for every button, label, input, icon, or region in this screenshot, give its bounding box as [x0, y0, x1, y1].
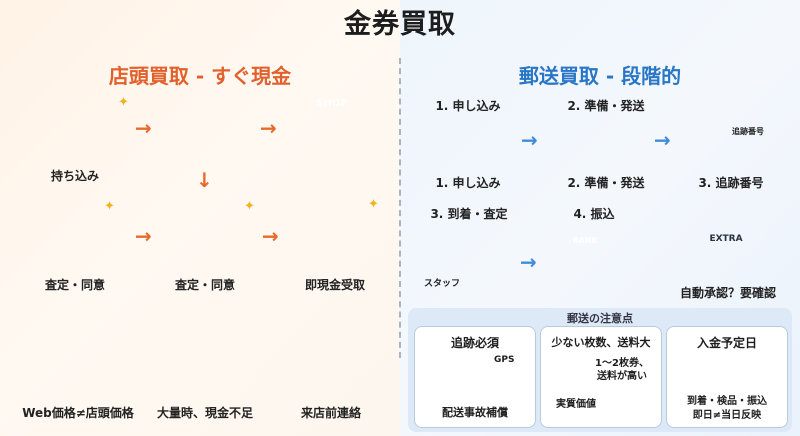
gps-label: GPS [494, 355, 515, 365]
deposit-caption-2: 即日≠当日反映 [692, 410, 762, 421]
sparkle-icon: ✦ [118, 95, 129, 110]
svg-text:✆: ✆ [287, 330, 296, 343]
svg-text:?: ? [758, 247, 771, 272]
svg-text:¥: ¥ [627, 268, 636, 282]
arrow-right-icon: → [520, 250, 537, 274]
bulk-label: 大量時、現金不足 [156, 406, 253, 420]
svg-text:?: ? [678, 247, 691, 272]
step-tracking: 3. 追跡番号 [698, 176, 764, 190]
shipping-detail-2: 送料が高い [597, 371, 647, 382]
deposit-caption-1: 到着・検品・振込 [687, 396, 767, 407]
shipping-detail-1: 1〜2枚券、 [595, 358, 649, 369]
arrow-right-icon: → [135, 116, 152, 140]
tracking-card-label: 追跡番号 [732, 127, 764, 136]
arrow-right-icon: → [260, 116, 277, 140]
svg-text:···: ··· [352, 373, 360, 382]
arrow-right-icon: → [654, 128, 671, 152]
arrow-right-icon: → [262, 224, 279, 248]
extra-label: EXTRA [709, 234, 743, 244]
svg-text:?: ? [234, 340, 242, 356]
step-transfer: 4. 振込 [573, 207, 615, 221]
arrow-right-icon: → [135, 224, 152, 248]
arrow-down-icon: ↓ [196, 168, 213, 192]
sparkle-icon: ✦ [244, 199, 255, 214]
web-price-label: Web価格≠店頭価格 [22, 406, 134, 420]
store-purchase-title: 店頭買取 - すぐ現金 [108, 64, 292, 88]
note-card-deposit-title: 入金予定日 [696, 336, 757, 350]
mail-notes-title: 郵送の注意点 [567, 312, 633, 325]
contact-label: 来店前連絡 [300, 406, 361, 420]
assess-label-2: 査定・同意 [174, 278, 235, 292]
cash-label: 即現金受取 [304, 278, 365, 292]
staff-label: スタッフ [424, 279, 461, 289]
bring-in-label: 持ち込み [50, 169, 99, 183]
step-apply-top: 1. 申し込み [435, 99, 501, 113]
auto-approval-label: 自動承認？要確認 [679, 286, 776, 300]
sparkle-icon: ✦ [368, 197, 379, 212]
mail-purchase-title: 郵送買取 - 段階的 [518, 64, 682, 88]
note-card-shipping-title: 少ない枚数、送料大 [551, 336, 651, 349]
assess-label-1: 査定・同意 [44, 278, 105, 292]
step-arrival: 3. 到着・査定 [430, 207, 508, 221]
step-prepare: 2. 準備・発送 [567, 176, 645, 190]
arrow-right-icon: → [521, 128, 538, 152]
note-card-tracking-title: 追跡必須 [450, 336, 499, 350]
note-card-shipping-caption: 実質価値 [556, 399, 596, 410]
sparkle-icon: ✦ [104, 199, 115, 214]
step-prepare-top: 2. 準備・発送 [567, 99, 645, 113]
step-apply: 1. 申し込み [435, 176, 501, 190]
center-divider [399, 58, 401, 358]
shop-sign: SHOP [316, 98, 348, 109]
bank-label: BANK [572, 236, 598, 245]
page-title: 金券買取 [344, 9, 456, 40]
svg-text:?: ? [216, 323, 229, 348]
note-card-tracking-caption: 配送事故補償 [442, 406, 508, 419]
